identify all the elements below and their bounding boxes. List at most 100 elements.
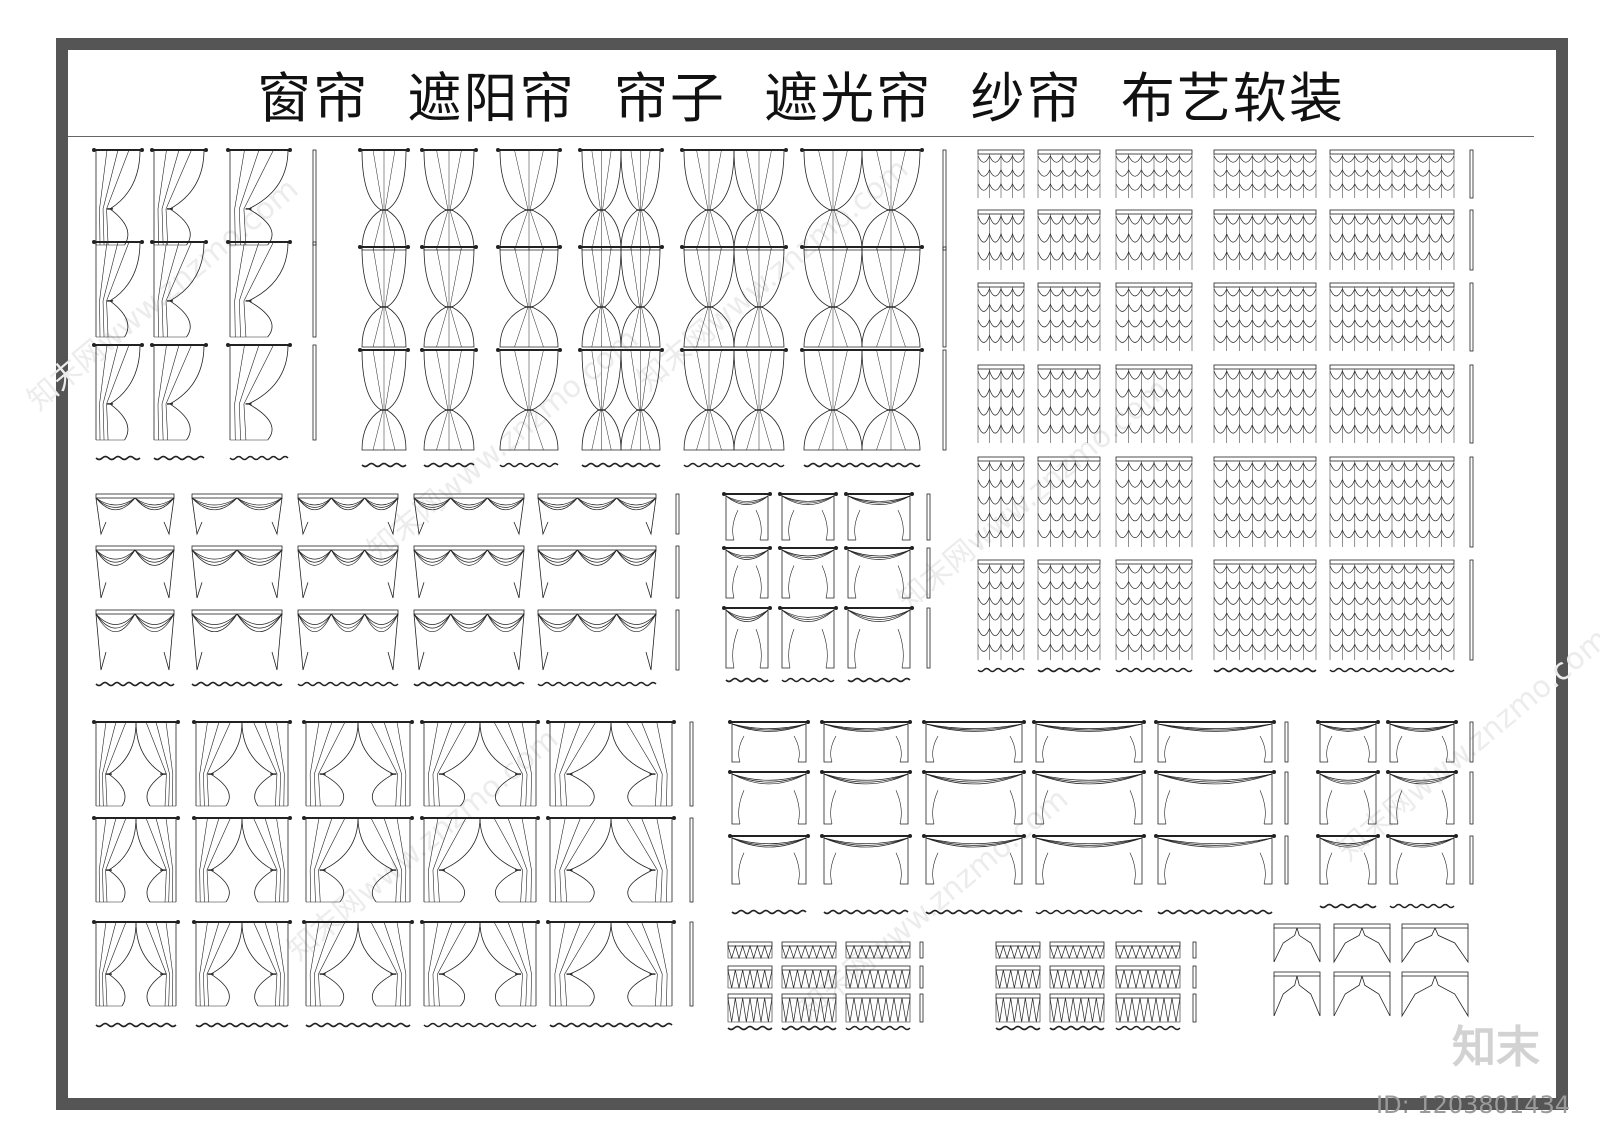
- curtain-side-view: [689, 817, 694, 903]
- hourglass-curtain-icon: [578, 148, 664, 251]
- curtain-side-view: [675, 609, 680, 671]
- curtain-side-view: [312, 149, 317, 246]
- austrian-blind-icon: [1037, 282, 1101, 351]
- tieback-curtain-icon: [546, 816, 676, 903]
- pleated-valance-icon: [727, 993, 773, 1023]
- pleated-valance-icon: [995, 941, 1041, 960]
- curtain-plan-view: [925, 909, 1023, 915]
- curtain-side-view: [919, 993, 924, 1023]
- curtain-side-view: [919, 941, 924, 959]
- swag-panel-curtain-icon: [778, 492, 838, 541]
- curtain-side-view: [312, 344, 317, 441]
- curtain-side-view: [926, 547, 931, 599]
- curtain-plan-view: [297, 681, 399, 687]
- curtain-plan-view: [1035, 909, 1143, 915]
- curtain-side-view: [689, 721, 694, 807]
- curtain-side-view: [1469, 835, 1474, 885]
- curtain-plan-view: [413, 681, 525, 687]
- swag-panel-curtain-icon: [1032, 770, 1146, 825]
- curtain-plan-view: [683, 462, 785, 468]
- swag-panel-curtain-icon: [778, 546, 838, 599]
- curtain-plan-view: [1049, 1025, 1105, 1031]
- tieback-curtain-icon: [92, 148, 144, 246]
- pointed-panel-curtain-icon: [1333, 971, 1391, 1017]
- tieback-curtain-icon: [92, 240, 144, 338]
- curtain-plan-view: [803, 462, 921, 468]
- swag-panel-curtain-icon: [820, 720, 912, 763]
- hourglass-curtain-icon: [578, 348, 664, 451]
- curtain-plan-view: [423, 462, 475, 468]
- curtain-plan-view: [1115, 1025, 1181, 1031]
- swag-valance-icon: [537, 609, 657, 671]
- curtain-plan-view: [195, 1022, 289, 1028]
- curtain-plan-view: [977, 667, 1025, 673]
- swag-valance-icon: [191, 545, 283, 599]
- pleated-valance-icon: [781, 941, 837, 960]
- tieback-curtain-icon: [302, 720, 414, 807]
- austrian-blind-icon: [1329, 559, 1455, 660]
- curtain-side-view: [1469, 721, 1474, 763]
- curtain-side-view: [1469, 364, 1474, 444]
- tieback-curtain-icon: [192, 920, 292, 1007]
- swag-panel-curtain-icon: [844, 492, 914, 541]
- austrian-blind-icon: [1213, 149, 1317, 198]
- hourglass-curtain-icon: [680, 148, 788, 251]
- swag-panel-curtain-icon: [1154, 834, 1276, 885]
- curtain-side-view: [1469, 209, 1474, 271]
- hourglass-curtain-icon: [800, 245, 924, 348]
- swag-panel-curtain-icon: [820, 770, 912, 825]
- swag-valance-icon: [191, 493, 283, 536]
- swag-panel-curtain-icon: [922, 720, 1026, 763]
- swag-valance-icon: [191, 609, 283, 671]
- swag-valance-icon: [413, 545, 525, 599]
- pointed-panel-curtain-icon: [1401, 923, 1469, 964]
- curtain-plan-view: [995, 1025, 1041, 1031]
- pleated-valance-icon: [1115, 965, 1181, 989]
- curtain-plan-view: [727, 1025, 773, 1031]
- curtain-side-view: [1469, 559, 1474, 661]
- hourglass-curtain-icon: [578, 245, 664, 348]
- austrian-blind-icon: [1329, 364, 1455, 443]
- curtain-side-view: [919, 965, 924, 989]
- swag-panel-curtain-icon: [1032, 834, 1146, 885]
- austrian-blind-icon: [1037, 149, 1101, 198]
- pleated-valance-icon: [845, 965, 911, 989]
- swag-valance-icon: [537, 545, 657, 599]
- austrian-blind-icon: [1115, 149, 1193, 198]
- curtain-side-view: [312, 241, 317, 338]
- hourglass-curtain-icon: [496, 148, 562, 251]
- swag-valance-icon: [297, 609, 399, 671]
- pointed-panel-curtain-icon: [1401, 971, 1469, 1018]
- tieback-curtain-icon: [150, 148, 208, 246]
- austrian-blind-icon: [977, 282, 1025, 351]
- curtain-side-view: [1192, 993, 1197, 1023]
- swag-panel-curtain-icon: [1032, 720, 1146, 763]
- hourglass-curtain-icon: [358, 148, 410, 251]
- curtain-plan-view: [731, 909, 807, 915]
- swag-valance-icon: [95, 609, 175, 671]
- hourglass-curtain-icon: [680, 348, 788, 451]
- curtain-side-view: [1469, 456, 1474, 548]
- austrian-blind-icon: [1213, 282, 1317, 351]
- hourglass-curtain-icon: [358, 245, 410, 348]
- swag-panel-curtain-icon: [1386, 770, 1458, 825]
- curtain-plan-view: [781, 1025, 837, 1031]
- curtain-side-view: [689, 921, 694, 1007]
- curtain-plan-view: [1319, 903, 1377, 909]
- austrian-blind-icon: [1037, 559, 1101, 660]
- curtain-side-view: [675, 545, 680, 599]
- swag-valance-icon: [413, 493, 525, 536]
- tieback-curtain-icon: [546, 920, 676, 1007]
- tieback-curtain-icon: [302, 920, 414, 1007]
- tieback-curtain-icon: [420, 720, 540, 807]
- curtain-side-view: [942, 149, 947, 251]
- swag-panel-curtain-icon: [922, 834, 1026, 885]
- austrian-blind-icon: [1037, 209, 1101, 270]
- hourglass-curtain-icon: [800, 148, 924, 251]
- swag-panel-curtain-icon: [1316, 834, 1380, 885]
- pointed-panel-curtain-icon: [1273, 923, 1321, 963]
- curtain-side-view: [1284, 835, 1289, 885]
- tieback-curtain-icon: [420, 816, 540, 903]
- swag-panel-curtain-icon: [722, 606, 772, 669]
- hourglass-curtain-icon: [420, 348, 478, 451]
